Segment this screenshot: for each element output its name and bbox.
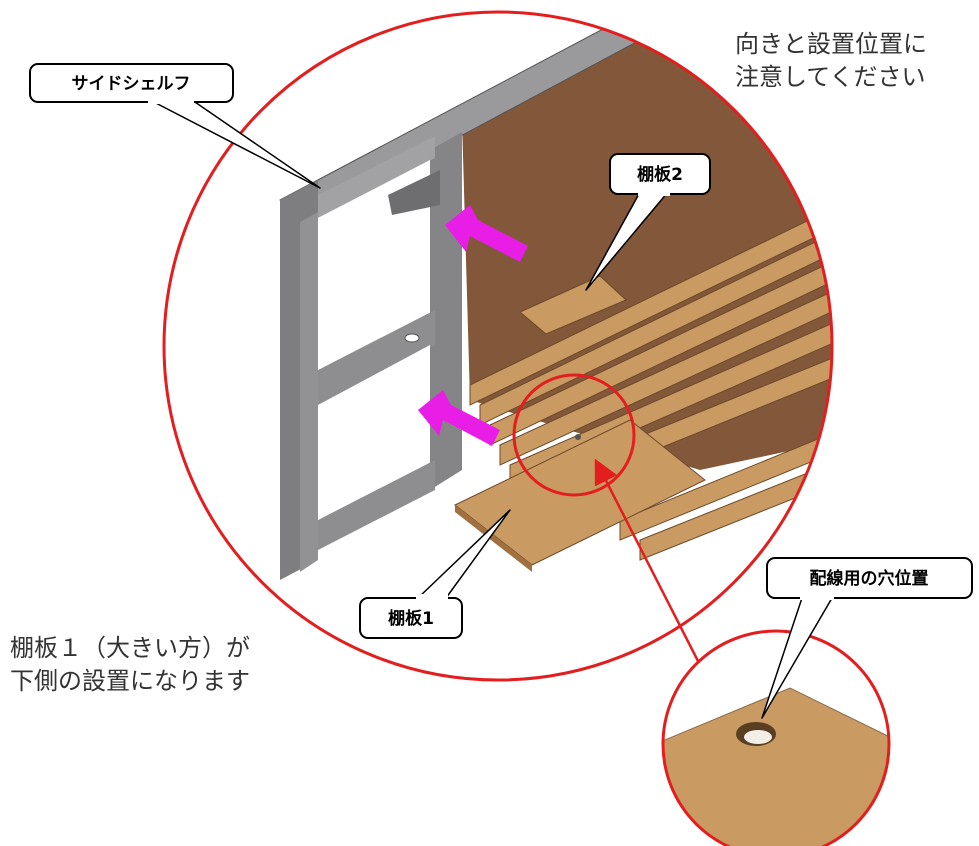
callout-side-shelf-label: サイドシェルフ — [72, 74, 191, 94]
callout-shelf-2-label: 棚板2 — [637, 164, 683, 185]
shelf-board-2 — [519, 275, 627, 335]
callout-shelf-1: 棚板1 — [359, 509, 511, 639]
shelf-placement-note-line1: 棚板１（大きい方）が — [10, 634, 250, 662]
callout-hole-position: 配線用の穴位置 — [761, 557, 973, 719]
hole-highlight-circle — [512, 373, 636, 497]
orientation-note-line2: 注意してください — [735, 63, 926, 91]
callout-side-shelf: サイドシェルフ — [29, 63, 321, 189]
insert-arrow-icon — [445, 205, 528, 262]
shelf-board-1 — [454, 419, 706, 566]
hole-zoom-view — [663, 631, 889, 846]
shelf-placement-note: 棚板１（大きい方）が 下側の設置になります — [10, 632, 250, 698]
pointer-arrow-icon — [594, 458, 702, 666]
detail-circle-outline — [162, 10, 834, 682]
callout-hole-position-label: 配線用の穴位置 — [810, 568, 929, 589]
zoom-circle-outline — [661, 629, 891, 846]
shelf-assembly-scene — [164, 12, 832, 680]
orientation-note: 向きと設置位置に 注意してください — [735, 28, 927, 94]
callout-shelf-1-label: 棚板1 — [388, 608, 434, 629]
orientation-note-line1: 向きと設置位置に — [735, 30, 927, 58]
callout-shelf-2: 棚板2 — [585, 153, 711, 291]
insert-arrow-icon — [418, 390, 500, 446]
shelf-placement-note-line2: 下側の設置になります — [10, 667, 250, 695]
